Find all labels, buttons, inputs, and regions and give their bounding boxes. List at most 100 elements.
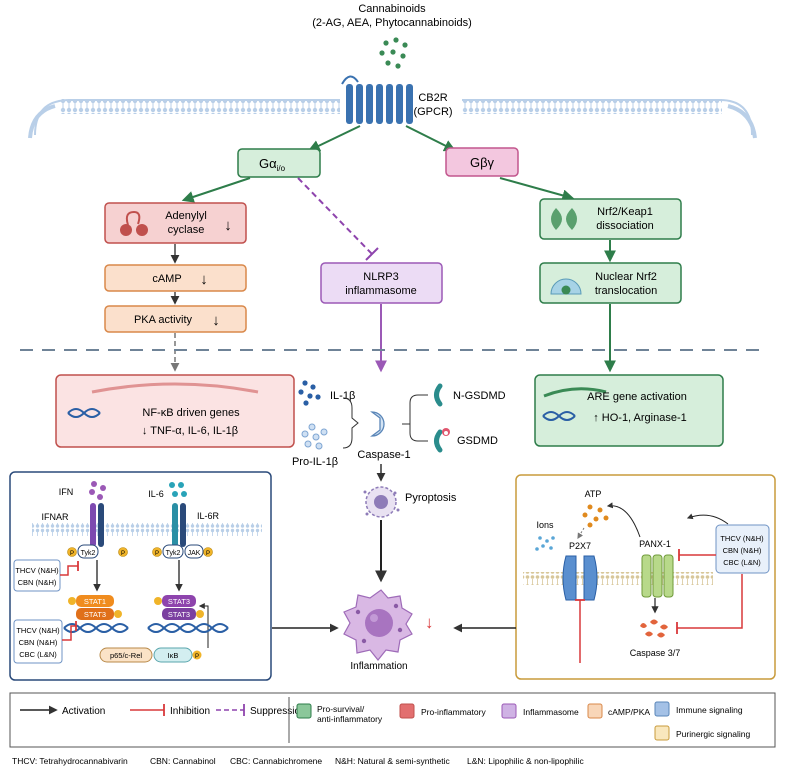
- pro-il1b-dots: [301, 423, 328, 450]
- ikb-box: [153, 647, 193, 663]
- il6-label: IL-6: [148, 489, 164, 499]
- cell-membrane: [28, 99, 757, 139]
- left-inhibitor-box-2: [13, 619, 63, 664]
- legend-swatch-pro-survival: [296, 703, 312, 719]
- down-arrow-camp: ↓: [200, 271, 208, 288]
- chromatin-arc-green: [543, 387, 607, 398]
- right-box-line1: THCV (N&H): [720, 534, 764, 543]
- phospho-icons: [67, 547, 213, 557]
- panx1-channel-icon: [641, 554, 674, 598]
- keap1-icon: [551, 208, 577, 230]
- p-label-4: P: [206, 551, 210, 557]
- down-arrow-ac: ↓: [224, 217, 232, 234]
- ligand-subtitle: (2-AG, AEA, Phytocannabinoids): [312, 17, 472, 29]
- suppression-galpha-nlrp3: [297, 177, 373, 255]
- pka-node: [104, 305, 247, 333]
- ifnar-receptor-icon: [90, 503, 104, 547]
- jak-box: [184, 544, 204, 559]
- ngsdmd-label: N-GSDMD: [453, 390, 506, 402]
- nucleus-icon: [550, 278, 582, 295]
- inflammation-cell-icon: [343, 589, 413, 661]
- stat3-box-left: [76, 608, 114, 620]
- panx1-label: PANX-1: [639, 539, 671, 549]
- tyk2-label-right: Tyk2: [166, 550, 181, 557]
- footnote-nh: N&H: Natural & semi-synthetic: [335, 756, 451, 766]
- tyk2-label-left: Tyk2: [81, 550, 96, 557]
- pka-label: PKA activity: [134, 314, 193, 326]
- caspase37-label: Caspase 3/7: [630, 648, 681, 658]
- stat3-label-right-1: STAT3: [168, 597, 190, 606]
- nuclear-label-1: Nuclear Nrf2: [595, 271, 657, 283]
- jak-label: JAK: [188, 550, 201, 557]
- right-box-line3: CBC (L&N): [723, 558, 761, 567]
- stat1-label: STAT1: [84, 597, 106, 606]
- stat1-box: [76, 595, 114, 607]
- dna-icon: [67, 408, 101, 418]
- pyroptosis-icon: [363, 486, 400, 518]
- ifn-label: IFN: [59, 487, 74, 497]
- arrow-box-panx: [686, 513, 729, 525]
- nrf2-keap1-node: [539, 198, 682, 240]
- ligand-title: Cannabinoids: [358, 3, 426, 15]
- ngsdmd-icon: [434, 383, 443, 407]
- inhibit-caspase37-line: [677, 574, 743, 629]
- right-inhibitor-box: [715, 524, 770, 574]
- legend-swatch-inflammasome: [501, 703, 517, 719]
- legend-purinergic: Purinergic signaling: [676, 729, 750, 739]
- pyroptosis-label: Pyroptosis: [405, 492, 457, 504]
- ions-dots: [535, 536, 555, 551]
- ikb-label: IκB: [168, 651, 179, 660]
- inhibit-box1: [60, 565, 78, 576]
- legend-inflammasome: Inflammasome: [523, 707, 579, 717]
- arrow-gbg-nrf2: [499, 177, 575, 202]
- nlrp3-node: [320, 262, 443, 304]
- stat1-phospho: [68, 597, 76, 605]
- caspase1-icon: [370, 411, 385, 437]
- il6r-label: IL-6R: [197, 511, 220, 521]
- ifn-dots: [89, 481, 106, 500]
- left-box2-line3: CBC (L&N): [19, 650, 57, 659]
- arrow-galpha-ac: [181, 177, 251, 203]
- p2x7-label: P2X7: [569, 541, 591, 551]
- arrow-ikb-stat3: [198, 603, 209, 648]
- nrf2-label-1: Nrf2/Keap1: [597, 206, 653, 218]
- stat3-phospho-right-1: [154, 597, 162, 605]
- camp-node: [104, 264, 247, 292]
- tyk2-box-left: [77, 544, 99, 559]
- p65-box: [99, 647, 153, 663]
- legend-pro-survival-1: Pro-survival/: [317, 704, 365, 714]
- nuclear-label-2: translocation: [595, 285, 657, 297]
- inflammation-down-arrow: ↓: [425, 613, 434, 632]
- arrow-atp-p2x7: [577, 527, 585, 540]
- il1b-label: IL-1β: [330, 390, 355, 402]
- legend-swatch-immune: [654, 701, 670, 717]
- pro-il1b-label: Pro-IL-1β: [292, 456, 338, 468]
- nfkb-title: NF-κB driven genes: [142, 407, 240, 419]
- ions-label: Ions: [536, 520, 554, 530]
- legend-box: [9, 692, 776, 748]
- nlrp3-label-1: NLRP3: [363, 271, 398, 283]
- il1b-dots: [298, 380, 321, 406]
- nlrp3-label-2: inflammasome: [345, 285, 417, 297]
- legend-swatch-purinergic: [654, 725, 670, 741]
- stat3-phospho-left: [114, 610, 122, 618]
- stat3-box-right-2: [162, 608, 196, 620]
- legend-swatch-pro-inflammatory: [399, 703, 415, 719]
- il6-dots: [169, 482, 187, 497]
- caspase1-label: Caspase-1: [357, 449, 410, 461]
- caspase-bracket-right-bottom: [409, 424, 428, 442]
- are-genes: ↑ HO-1, Arginase-1: [593, 412, 687, 424]
- ifnar-label: IFNAR: [42, 512, 70, 522]
- gsdmd-label: GSDMD: [457, 435, 498, 447]
- legend-swatch-camp-pka: [587, 703, 603, 719]
- p-label-1: P: [70, 551, 74, 557]
- p65-label: p65/c-Rel: [110, 651, 142, 660]
- are-title: ARE gene activation: [587, 391, 687, 403]
- left-box1-line2: CBN (N&H): [18, 578, 57, 587]
- left-box2-line2: CBN (N&H): [19, 638, 58, 647]
- arrow-panx-atp: [606, 502, 641, 538]
- galpha-label: Gαi/o: [259, 156, 286, 173]
- chromatin-arc: [91, 382, 259, 394]
- gbg-label: Gβγ: [470, 155, 495, 170]
- are-node: [534, 374, 724, 447]
